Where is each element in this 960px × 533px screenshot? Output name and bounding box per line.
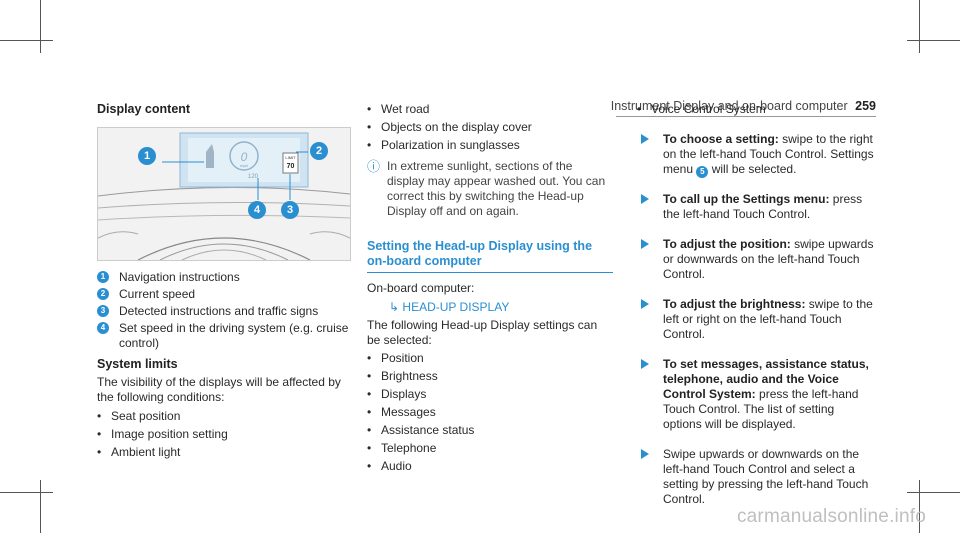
setting-item: Messages [367,405,613,420]
step-arrow-icon [641,194,649,204]
settings-menu-badge: 5 [696,166,709,178]
instruction-step: Swipe upwards or downwards on the left-h… [637,447,875,507]
setting-item: Displays [367,387,613,402]
crop-mark [919,480,920,533]
section-rule [367,272,613,273]
crop-mark [0,40,53,41]
svg-text:LIMIT: LIMIT [285,155,296,160]
condition-item: Seat position [97,409,351,424]
instruction-step: To call up the Settings menu: press the … [637,192,875,222]
settings-intro: The following Head-up Display settings c… [367,318,598,347]
svg-text:mph: mph [240,163,248,168]
navigation-arrow-icon [206,144,214,168]
step-arrow-icon [641,359,649,369]
svg-text:120: 120 [248,174,259,180]
setting-item: Audio [367,459,613,474]
crop-mark [907,492,960,493]
instruction-step: To set messages, assistance status, tele… [637,357,875,432]
setting-item: Assistance status [367,423,613,438]
crop-mark [40,480,41,533]
column-3: Voice Control System To choose a setting… [637,102,875,507]
condition-item: Wet road [367,102,613,117]
callout-3: 3 [281,201,299,219]
setting-section-title: Setting the Head-up Display using the on… [367,239,593,268]
svg-text:70: 70 [287,163,295,170]
step-arrow-icon [641,299,649,309]
path-arrow-icon: ↳ [389,300,400,314]
instruction-step: To choose a setting: swipe to the right … [637,132,875,178]
step-arrow-icon [641,449,649,459]
column-2: Wet road Objects on the display cover Po… [367,102,613,474]
menu-path: ↳ HEAD-UP DISPLAY [389,300,510,314]
column-1: Display content [97,102,351,117]
info-icon: ⓘ [367,159,381,174]
crop-mark [0,492,53,493]
callout-1: 1 [138,147,156,165]
callout-2: 2 [310,142,328,160]
condition-item: Objects on the display cover [367,120,613,135]
crop-mark [907,40,960,41]
setting-item: Position [367,351,613,366]
crop-mark [919,0,920,53]
condition-item: Ambient light [97,445,351,460]
hud-figure: LIMIT 70 0 mph 120 1 2 4 3 [97,127,351,261]
instruction-step: To adjust the brightness: swipe to the l… [637,297,875,342]
traffic-sign-icon [282,152,299,174]
instruction-step: To adjust the position: swipe upwards or… [637,237,875,282]
system-limits-text: The visibility of the displays will be a… [97,375,341,404]
crop-mark [40,0,41,53]
condition-item: Polarization in sunglasses [367,138,613,153]
watermark: carmanualsonline.info [736,506,926,527]
system-limits-title: System limits [97,357,178,371]
condition-item: Image position setting [97,427,351,442]
step-arrow-icon [641,134,649,144]
voice-control-item: Voice Control System [637,102,875,117]
svg-text:0: 0 [241,150,248,164]
step-arrow-icon [641,239,649,249]
setting-item: Brightness [367,369,613,384]
onboard-label: On-board computer: [367,281,475,295]
display-content-title: Display content [97,102,191,116]
speedometer-icon [229,141,259,171]
setting-item: Telephone [367,441,613,456]
sunlight-note: ⓘ In extreme sunlight, sections of the d… [367,159,606,218]
callout-4: 4 [248,201,266,219]
